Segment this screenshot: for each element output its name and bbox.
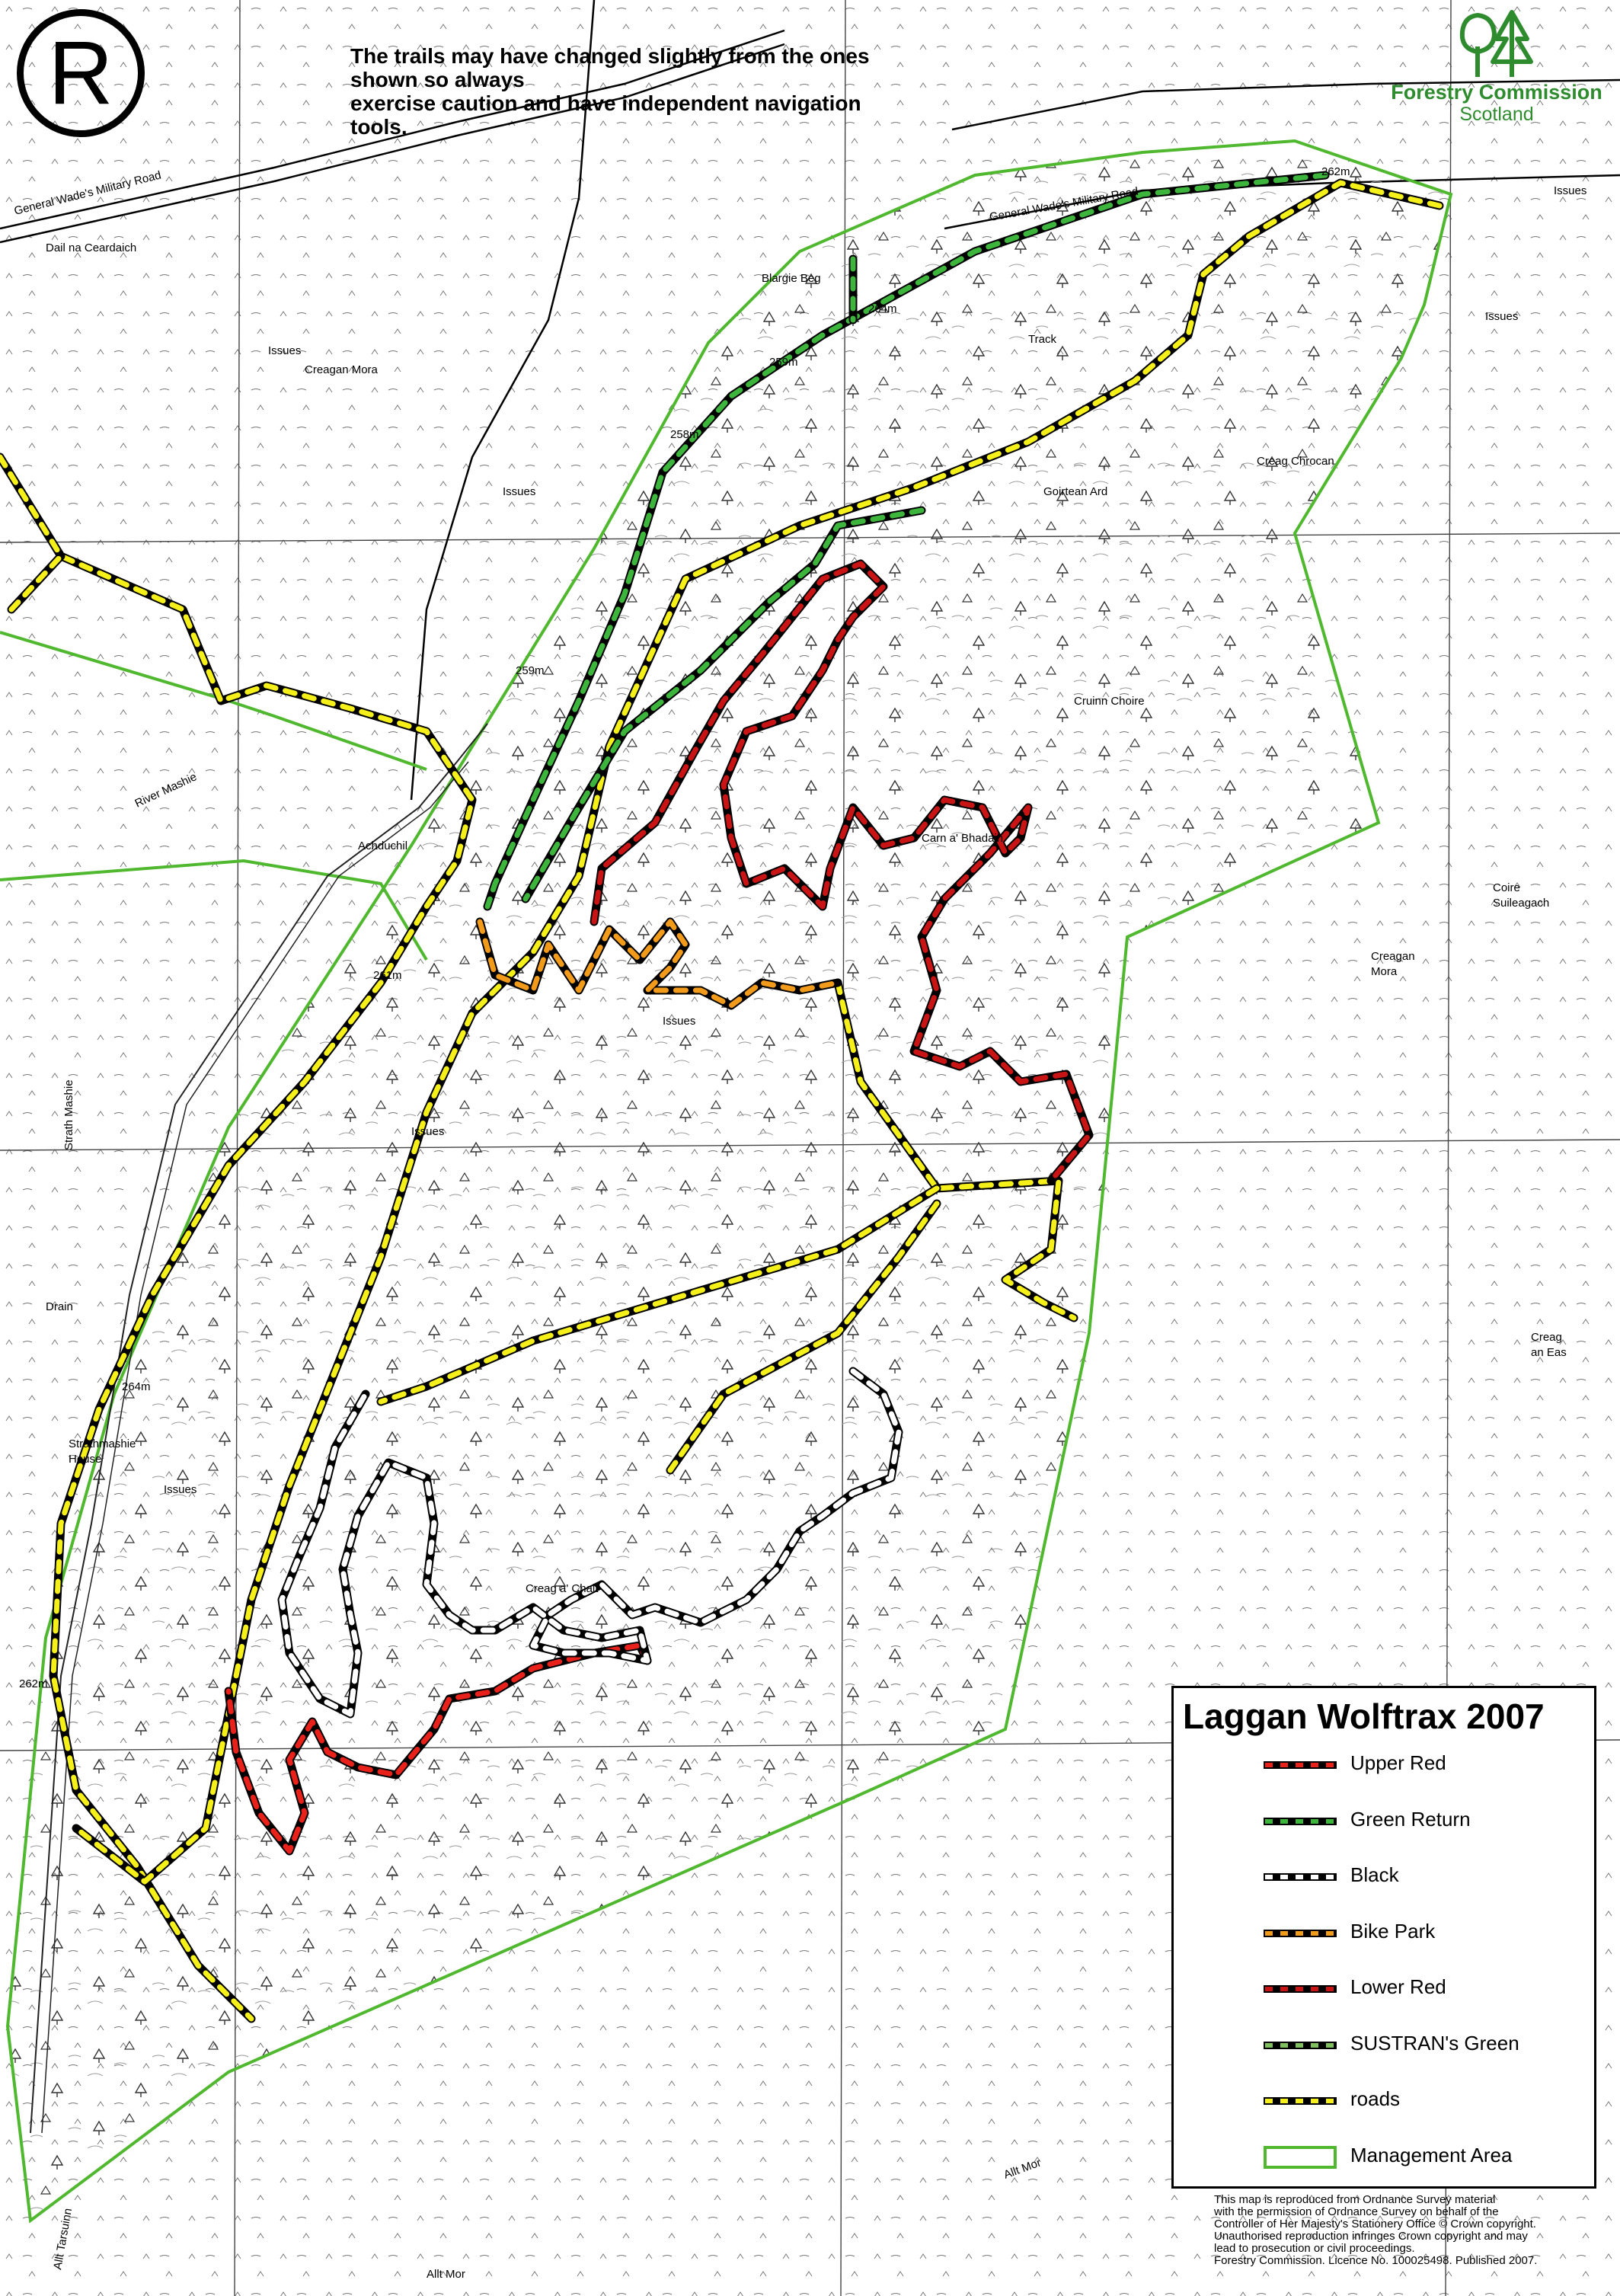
legend-label: Management Area: [1350, 2143, 1513, 2166]
svg-text:Track: Track: [1028, 333, 1056, 346]
svg-text:Dail na Ceardaich: Dail na Ceardaich: [46, 241, 136, 254]
legend-label: Green Return: [1350, 1807, 1471, 1831]
legend-title: Laggan Wolftrax 2007: [1183, 1696, 1545, 1736]
svg-text:Drain: Drain: [46, 1300, 73, 1313]
river-mashie-bank: [41, 761, 469, 2134]
copyright-line-3: Controller of Her Majesty's Stationery O…: [1214, 2218, 1536, 2230]
legend-swatch: [1264, 1761, 1337, 1769]
svg-text:258m: 258m: [670, 428, 699, 441]
svg-text:259m: 259m: [769, 356, 798, 369]
legend-swatch: [1264, 1873, 1337, 1881]
trail-bike-park: [475, 917, 842, 1010]
legend-item: Upper Red: [1174, 1749, 1597, 1787]
svg-text:Coire: Coire: [1493, 881, 1520, 894]
river-mashie: [30, 723, 488, 2134]
trail-red: [224, 559, 1094, 1856]
warning-line-4: tools.: [350, 115, 407, 139]
legend-swatch: [1264, 1985, 1337, 1993]
svg-text:an Eas: an Eas: [1531, 1346, 1567, 1359]
svg-text:262m: 262m: [1321, 165, 1350, 178]
svg-text:Cruinn Choire: Cruinn Choire: [1074, 695, 1145, 708]
management-area-boundary: [5, 139, 1453, 2224]
svg-text:Creag a' Chait: Creag a' Chait: [526, 1582, 599, 1595]
svg-text:Creag Chrocan: Creag Chrocan: [1257, 455, 1334, 468]
legend-item: Black: [1174, 1861, 1597, 1899]
svg-text:262m: 262m: [19, 1677, 48, 1690]
svg-text:Allt Mor: Allt Mor: [427, 2268, 465, 2281]
copyright-line-5: lead to prosecution or civil proceedings…: [1214, 2242, 1415, 2255]
svg-text:259m: 259m: [516, 664, 545, 677]
copyright-line-4: Unauthorised reproduction infringes Crow…: [1214, 2230, 1528, 2243]
trails: [0, 171, 1444, 2023]
svg-text:Issues: Issues: [411, 1125, 444, 1138]
legend-item: SUSTRAN's Green: [1174, 2029, 1597, 2067]
svg-text:Issues: Issues: [1485, 310, 1518, 323]
tree-logo-icon: [1459, 10, 1533, 77]
legend-label: SUSTRAN's Green: [1350, 2031, 1519, 2055]
management-area-west: [0, 631, 428, 961]
svg-text:Suileagach: Suileagach: [1493, 897, 1549, 910]
forestry-commission-logo: Forestry Commission Scotland: [1382, 5, 1611, 134]
logo-subtitle: Scotland: [1459, 104, 1534, 125]
svg-text:Issues: Issues: [1554, 184, 1586, 197]
copyright-line-2: with the permission of Ordnance Survey o…: [1214, 2205, 1499, 2218]
svg-text:Issues: Issues: [663, 1015, 695, 1028]
trail-roads: [0, 178, 1444, 2023]
legend-label: roads: [1350, 2087, 1401, 2110]
svg-text:Goirtean Ard: Goirtean Ard: [1043, 485, 1107, 498]
svg-text:House: House: [69, 1453, 101, 1466]
legend-label: Black: [1350, 1863, 1399, 1886]
svg-text:Carn a' Bhadain: Carn a' Bhadain: [922, 832, 1003, 845]
legend-swatch: [1264, 2145, 1337, 2169]
legend-item: Bike Park: [1174, 1917, 1597, 1955]
legend-label: Lower Red: [1350, 1975, 1446, 1998]
registered-trademark-icon: R: [17, 9, 145, 137]
legend-swatch: [1264, 1929, 1337, 1937]
legend-item: Lower Red: [1174, 1973, 1597, 2011]
legend-swatch: [1264, 1817, 1337, 1825]
svg-text:Achduchil: Achduchil: [358, 839, 407, 852]
svg-text:Creagan: Creagan: [1371, 950, 1415, 963]
svg-text:Blargie Beg: Blargie Beg: [762, 272, 821, 285]
copyright-line-6: Forestry Commission. Licence No. 1000254…: [1214, 2254, 1538, 2267]
logo-name: Forestry Commission: [1391, 81, 1602, 104]
warning-line-3: exercise caution and have independent na…: [350, 91, 861, 115]
svg-text:Strathmashie: Strathmashie: [69, 1437, 136, 1450]
svg-text:264m: 264m: [122, 1380, 151, 1393]
legend-swatch: [1264, 2097, 1337, 2105]
navigation-warning: The trails may have changed slightly fro…: [350, 44, 960, 139]
legend-item: Management Area: [1174, 2141, 1597, 2179]
place-labels: General Wade's Military Road General Wad…: [13, 165, 1587, 2281]
legend-swatch: [1264, 2041, 1337, 2049]
svg-text:Creagan Mora: Creagan Mora: [305, 363, 379, 376]
svg-text:Mora: Mora: [1371, 965, 1398, 978]
legend-label: Upper Red: [1350, 1751, 1446, 1774]
legend-item: Green Return: [1174, 1805, 1597, 1844]
warning-line-2: shown so always: [350, 68, 525, 91]
svg-text:Creag: Creag: [1531, 1331, 1562, 1344]
svg-text:Issues: Issues: [164, 1483, 197, 1496]
ordinary-roads: [0, 0, 1620, 801]
svg-text:264m: 264m: [868, 302, 897, 315]
trail-green-return: [483, 171, 1330, 911]
svg-text:261m: 261m: [373, 969, 402, 982]
svg-text:Strath Mashie: Strath Mashie: [62, 1079, 75, 1150]
registered-letter: R: [48, 23, 113, 123]
copyright-line-1: This map is reproduced from Ordnance Sur…: [1214, 2193, 1496, 2206]
legend-label: Bike Park: [1350, 1919, 1436, 1943]
svg-text:Issues: Issues: [503, 485, 535, 498]
warning-line-1: The trails may have changed slightly fro…: [350, 44, 870, 68]
legend-item: roads: [1174, 2085, 1597, 2123]
copyright-notice: This map is reproduced from Ordnance Sur…: [1214, 2194, 1610, 2267]
trail-black: [277, 1367, 903, 1719]
svg-text:Issues: Issues: [268, 344, 301, 357]
